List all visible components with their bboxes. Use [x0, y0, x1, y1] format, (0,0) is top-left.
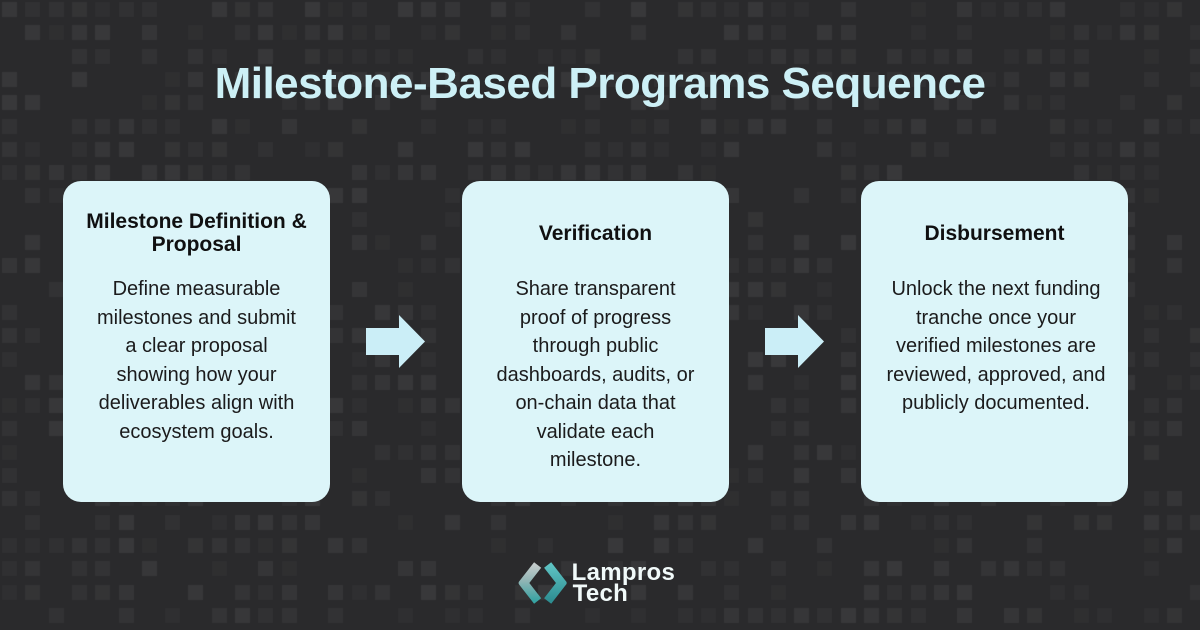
flow-connector-1 [330, 313, 462, 370]
step-title: Verification [538, 221, 653, 245]
sequence-flow: Milestone Definition & Proposal Define m… [63, 181, 1128, 502]
step-description: Define measurable milestones and submit … [97, 278, 296, 443]
flow-connector-2 [729, 313, 861, 370]
step-description: Unlock the next funding tranche once you… [886, 278, 1106, 414]
page-title: Milestone-Based Programs Sequence [214, 59, 986, 108]
logo-line-tech: Tech [572, 580, 629, 607]
right-arrow-icon [366, 315, 425, 368]
step-card-disbursement: Disbursement Unlock the next funding tra… [861, 181, 1128, 502]
step-title: Disbursement [924, 221, 1065, 245]
logo-wordmark: Lampros Tech [571, 559, 676, 607]
step-card-milestone-definition: Milestone Definition & Proposal Define m… [63, 181, 330, 502]
step-description: Share transparent proof of progress thro… [496, 278, 695, 471]
lampros-tech-logo: Lampros Tech [518, 559, 676, 607]
angle-brackets-icon [518, 562, 567, 604]
step-card-verification: Verification Share transparent proof of … [462, 181, 729, 502]
right-arrow-icon [765, 315, 824, 368]
logo-line-lampros: Lampros [571, 559, 676, 586]
step-title: Milestone Definition & Proposal [86, 210, 307, 256]
